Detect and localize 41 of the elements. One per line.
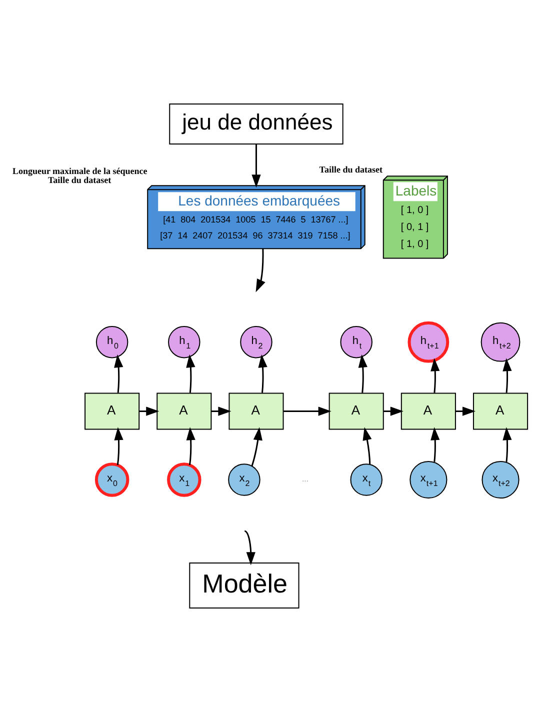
node-circle: h$_{2}$ (240, 326, 272, 358)
node-box: A (156, 392, 212, 430)
node-circle: h$_{0}$ (96, 326, 128, 358)
node-circle: x$_{0}$ (94, 462, 130, 497)
arrow (258, 354, 268, 393)
node-circle: h$_{t+1}$ (408, 321, 450, 363)
arrow (114, 427, 124, 466)
arrow (430, 358, 440, 393)
node-circle: x$_{t}$ (350, 464, 382, 496)
node-circle: h$_{1}$ (168, 326, 200, 358)
node-label: Taille du dataset (48, 174, 112, 185)
node-box: A (228, 392, 284, 430)
arrow (256, 248, 266, 292)
node-circle: x$_{t+2}$ (482, 460, 520, 499)
node-box: A (473, 392, 528, 430)
node-circle: x$_{1}$ (167, 462, 202, 497)
arrow (362, 427, 372, 464)
node-box: jeu de données (169, 104, 344, 145)
arrow (244, 530, 256, 566)
arrow (358, 354, 368, 393)
label: ... (302, 474, 309, 484)
arrow (114, 354, 124, 393)
arrow (186, 427, 196, 466)
arrow (384, 406, 404, 416)
arrow (252, 144, 261, 188)
arrow (430, 427, 440, 462)
node-box: A (84, 392, 140, 430)
node-label: Taille du dataset (319, 164, 382, 174)
node-box: Modèle (189, 562, 300, 608)
node-circle: x$_{2}$ (228, 464, 260, 496)
arrow (502, 358, 512, 393)
node-label: Longueur maximale de la séquence (12, 166, 148, 176)
arrow (502, 427, 512, 462)
node-box: A (328, 392, 384, 430)
node-circle: h$_{t+2}$ (480, 322, 520, 362)
arrow (186, 354, 196, 393)
arrow (251, 427, 262, 466)
arrow (284, 406, 332, 416)
node-circle: x$_{t+1}$ (410, 460, 448, 499)
node-circle: h$_{t}$ (340, 326, 372, 358)
node-box: A (400, 392, 456, 430)
